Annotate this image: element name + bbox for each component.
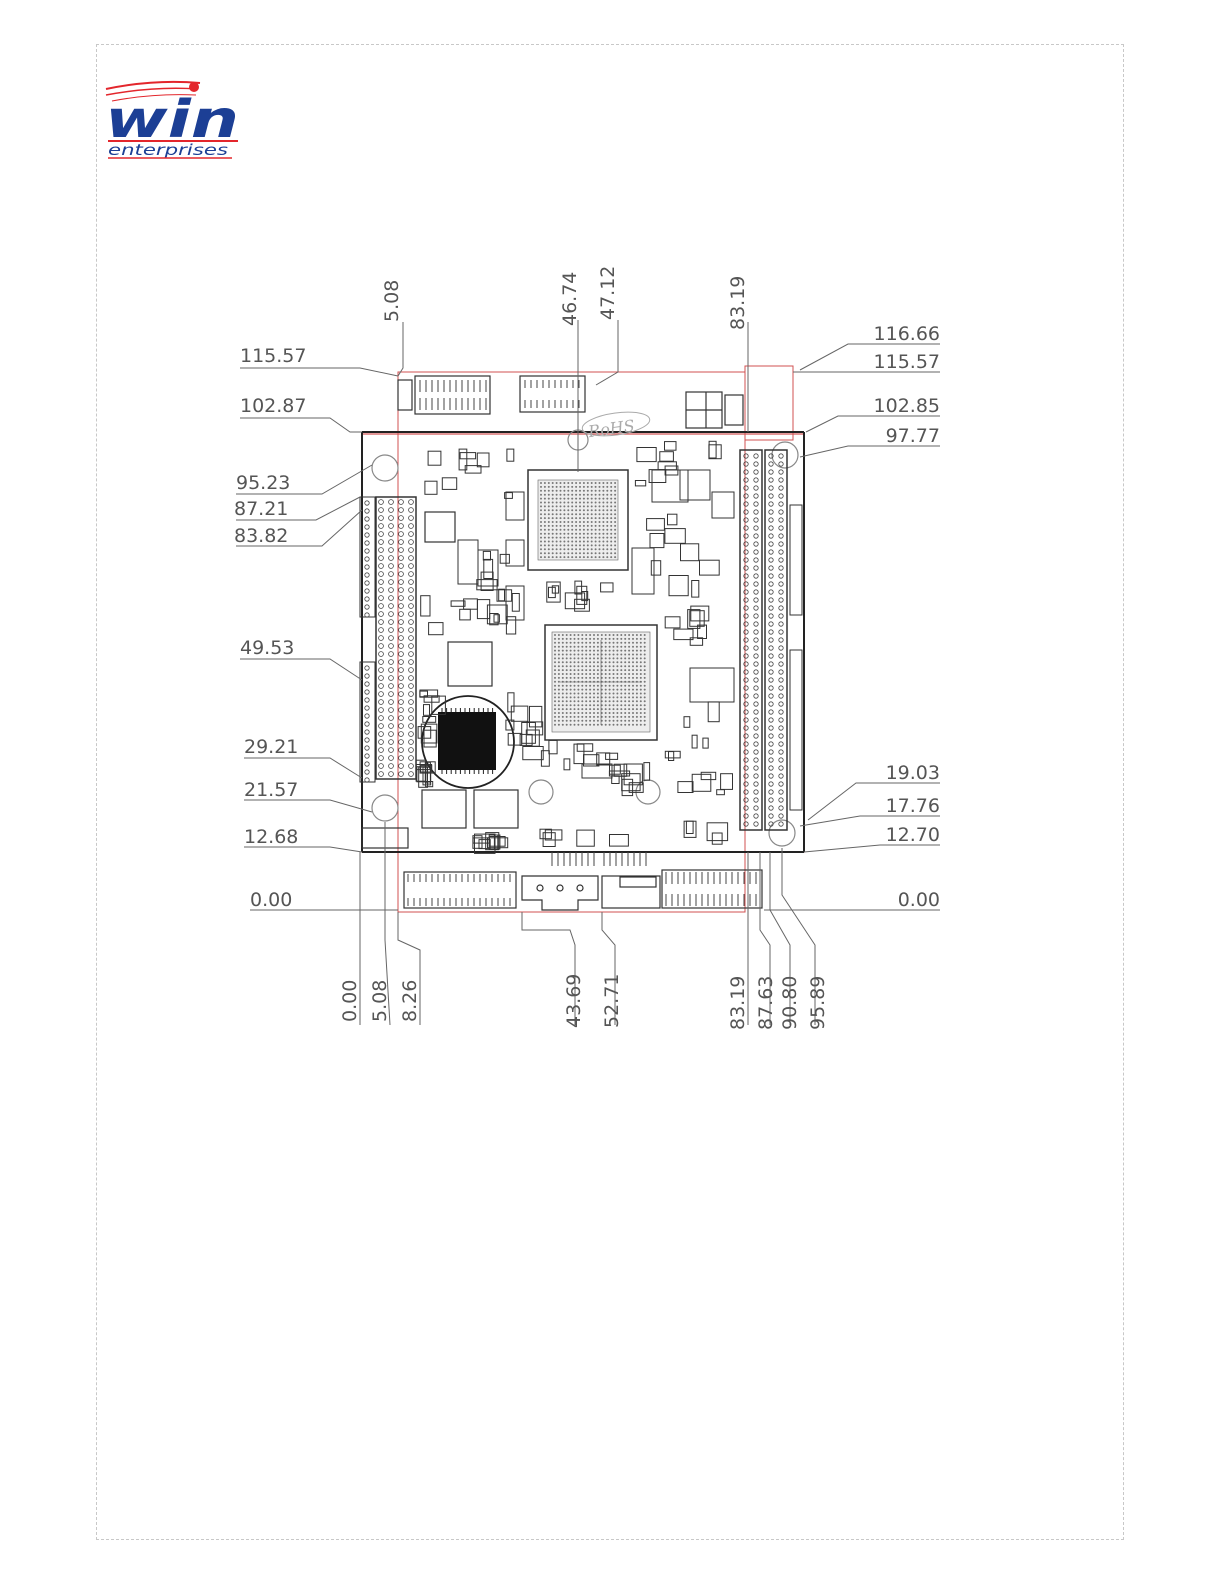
- dim-left-1: 102.87: [240, 395, 306, 417]
- dim-top-2: 47.12: [597, 266, 619, 320]
- dim-top-0: 5.08: [381, 280, 403, 322]
- dim-right-6: 12.70: [886, 824, 940, 846]
- dim-left-8: 12.68: [244, 826, 298, 848]
- rohs-badge: RoHS: [586, 416, 636, 441]
- chip-cpu: [545, 625, 657, 740]
- dim-bottom-3: 43.69: [563, 974, 585, 1028]
- left-pin-header: [360, 497, 416, 782]
- dim-right-4: 19.03: [886, 762, 940, 784]
- dim-bottom-1: 5.08: [369, 980, 391, 1022]
- dim-bottom-5: 83.19: [727, 976, 749, 1030]
- dim-top-1: 46.74: [559, 272, 581, 326]
- dim-bottom-6: 87.63: [755, 976, 777, 1030]
- dim-right-7: 0.00: [898, 889, 940, 911]
- dim-bottom-0: 0.00: [339, 980, 361, 1022]
- mounting-hole: [372, 795, 398, 821]
- dim-right-3: 97.77: [886, 425, 940, 447]
- dim-left-5: 49.53: [240, 637, 294, 659]
- dim-left-6: 29.21: [244, 736, 298, 758]
- dim-left-3: 87.21: [234, 498, 288, 520]
- dim-left-4: 83.82: [234, 525, 288, 547]
- dim-left-9: 0.00: [250, 889, 292, 911]
- dim-bottom-2: 8.26: [399, 980, 421, 1022]
- dim-top-3: 83.19: [727, 276, 749, 330]
- top-connectors: [398, 376, 743, 428]
- mounting-hole: [372, 455, 398, 481]
- dim-right-0: 116.66: [874, 323, 940, 345]
- dim-left-2: 95.23: [236, 472, 290, 494]
- dim-bottom-4: 52.71: [601, 974, 623, 1028]
- dim-left-0: 115.57: [240, 345, 306, 367]
- dim-bottom-7: 90.80: [779, 976, 801, 1030]
- dim-left-7: 21.57: [244, 779, 298, 801]
- qfp-chips: [422, 512, 518, 828]
- dim-right-2: 102.85: [874, 395, 940, 417]
- dim-right-1: 115.57: [874, 351, 940, 373]
- right-pin-header: [740, 450, 802, 830]
- mounting-hole: [772, 442, 798, 468]
- dim-right-5: 17.76: [886, 795, 940, 817]
- chip-north-bridge: [528, 470, 628, 570]
- dim-bottom-8: 95.89: [807, 976, 829, 1030]
